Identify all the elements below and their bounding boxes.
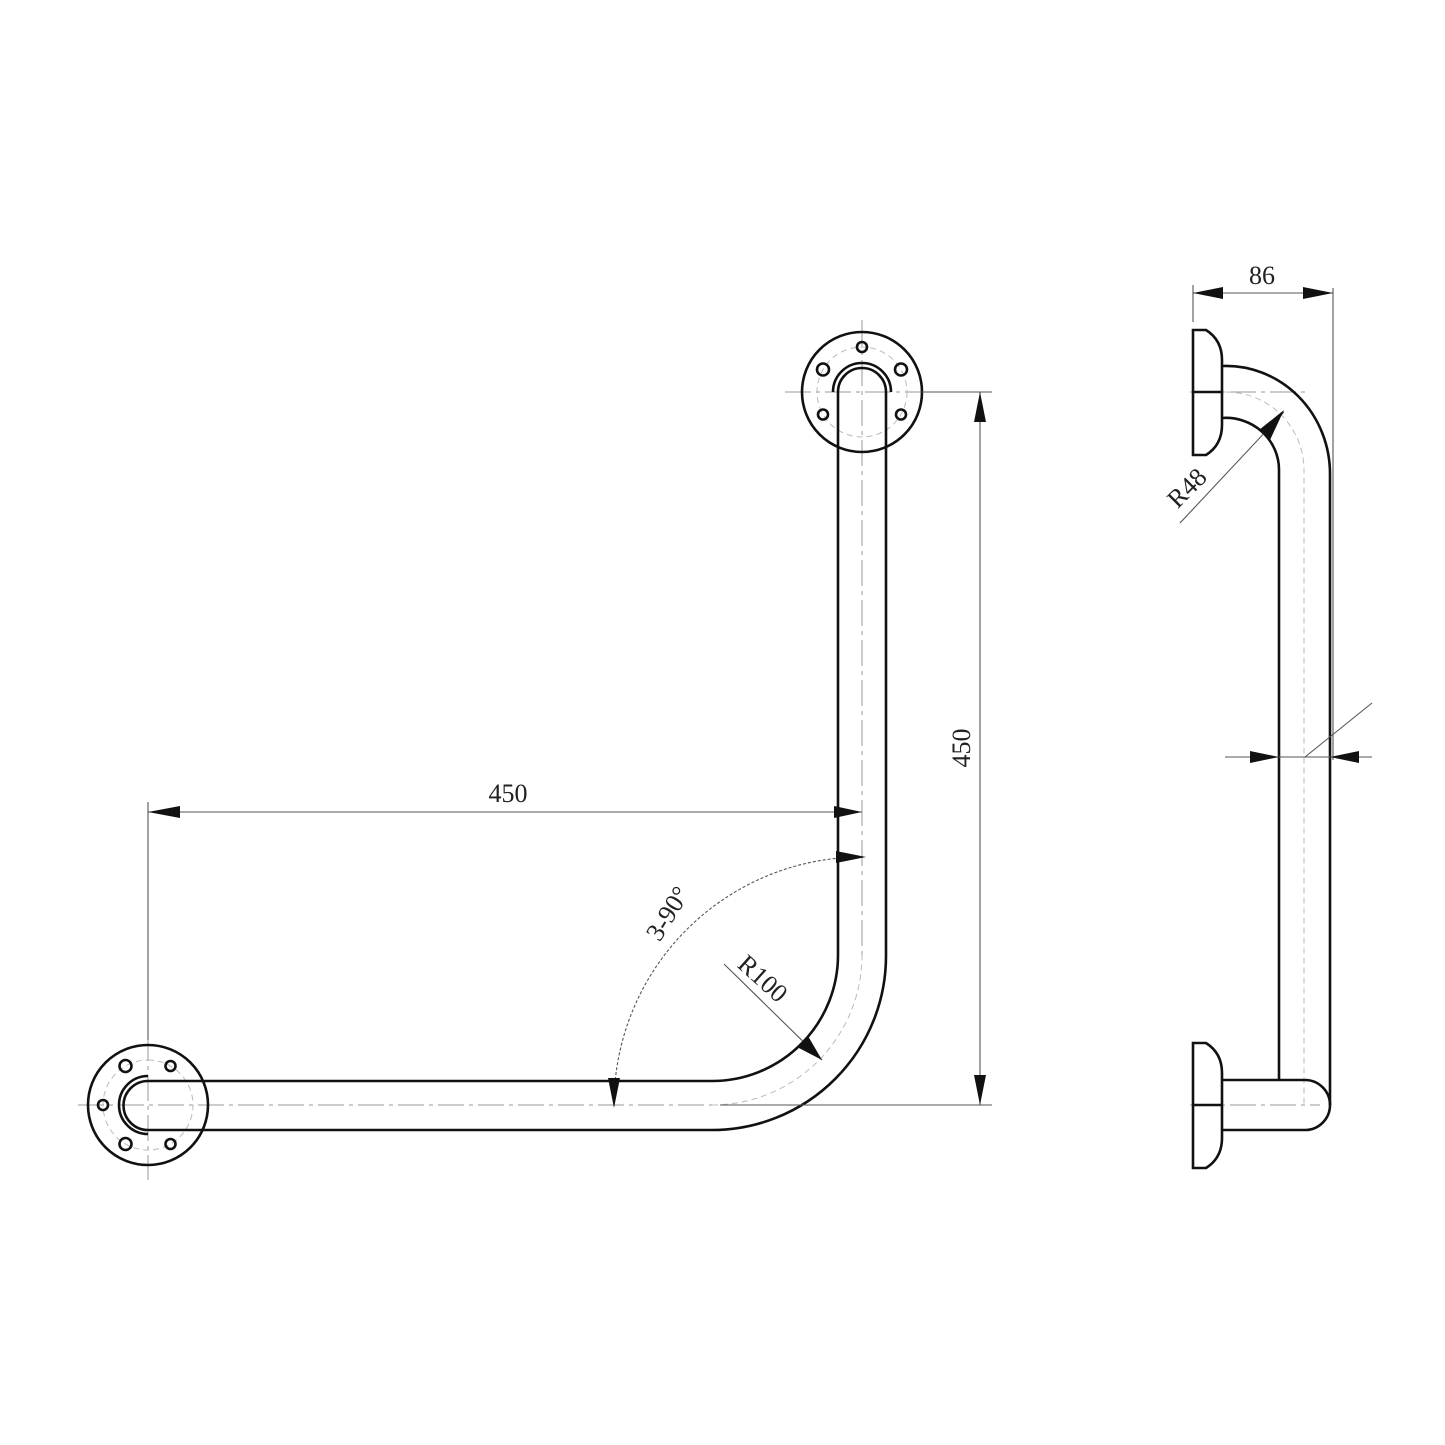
dimension-bend-radius: R100 [723, 949, 823, 1061]
side-bend-radius-label: R48 [1161, 462, 1212, 513]
front-view: 450 450 3-90° R100 [78, 320, 992, 1180]
dimension-vertical: 450 [720, 391, 992, 1106]
vertical-length-label: 450 [947, 729, 976, 768]
dimension-angle: 3-90° [608, 851, 866, 1108]
angle-label: 3-90° [640, 881, 695, 946]
side-pipe [1221, 364, 1332, 1132]
dimension-depth: 86 [1192, 261, 1334, 760]
wall-plate-bottom [1191, 1041, 1224, 1170]
depth-label: 86 [1249, 261, 1275, 290]
dimension-horizontal: 450 [147, 779, 862, 1040]
grab-bar-pipe [117, 361, 893, 1136]
bend-radius-label: R100 [732, 949, 793, 1008]
dimension-diameter [1225, 702, 1373, 763]
wall-plate-top [1191, 328, 1224, 457]
side-view: 86 R48 [1161, 261, 1373, 1170]
horizontal-length-label: 450 [489, 779, 528, 808]
centerline-bend [711, 954, 863, 1106]
